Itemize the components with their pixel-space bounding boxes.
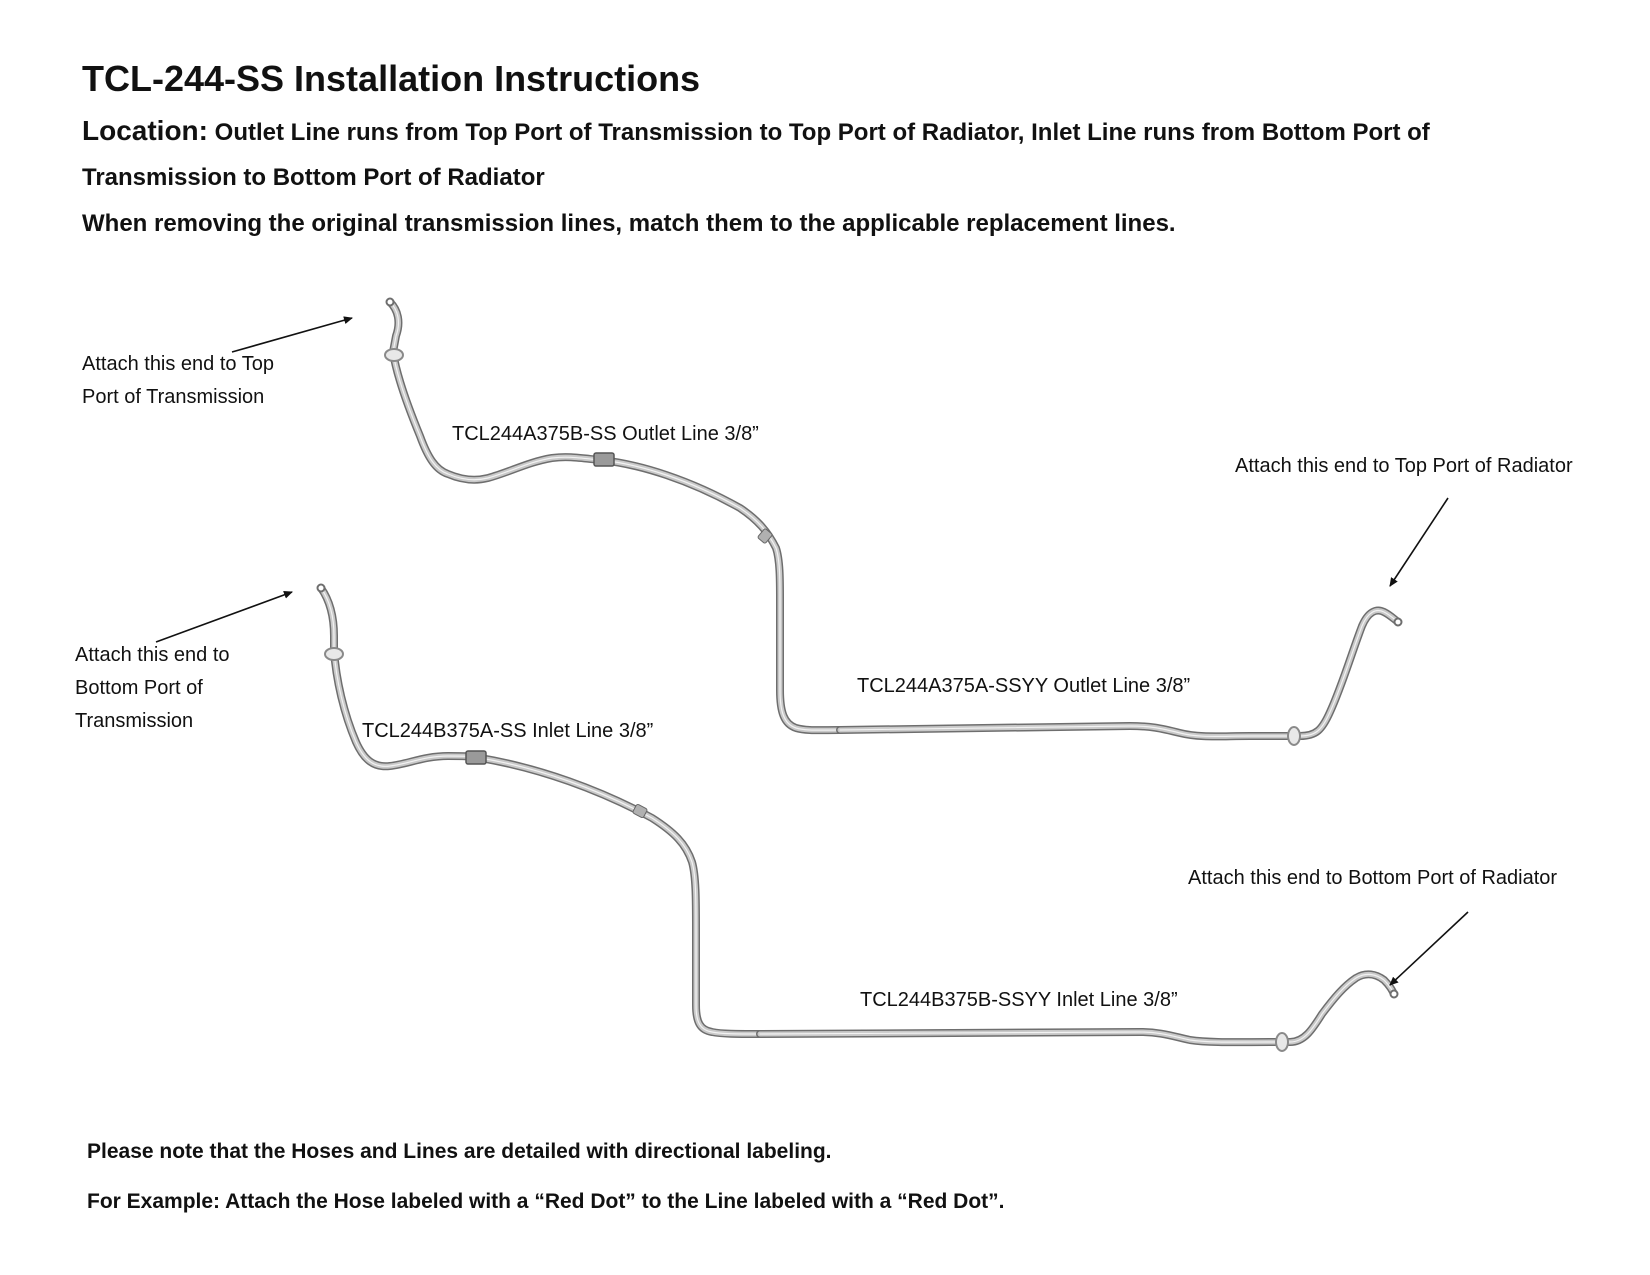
inlet-transmission-end-label: Attach this end to Bottom Port of Transm… (75, 639, 230, 738)
directional-labeling-note: Please note that the Hoses and Lines are… (87, 1140, 832, 1163)
inlet-radiator-end-label: Attach this end to Bottom Port of Radiat… (1188, 867, 1558, 889)
page-title: TCL-244-SS Installation Instructions (82, 58, 701, 99)
outlet-transmission-end-label-line-1: Attach this end to Top (82, 353, 274, 375)
inlet-radiator-arrow (1389, 911, 1469, 986)
location-paragraph: Location: Outlet Line runs from Top Port… (82, 108, 1562, 200)
inlet-transmission-end-label-line-3: Transmission (75, 710, 194, 732)
outlet-radiator-arrow (1389, 497, 1449, 587)
outlet-transmission-end-label: Attach this end to Top Port of Transmiss… (82, 348, 274, 414)
inlet-transmission-end-label-line-1: Attach this end to (75, 644, 230, 666)
outlet-transmission-arrow (231, 316, 353, 353)
outlet-line (384, 297, 1403, 746)
outlet-radiator-end-label: Attach this end to Top Port of Radiator (1235, 455, 1573, 477)
outlet-lower-tube (836, 606, 1403, 746)
outlet-upper-part-label: TCL244A375B-SS Outlet Line 3/8” (452, 423, 759, 445)
inlet-transmission-arrow (155, 591, 293, 643)
removing-note: When removing the original transmission … (82, 210, 1176, 237)
inlet-line (316, 583, 1399, 1052)
red-dot-example-note: For Example: Attach the Hose labeled wit… (87, 1190, 1005, 1213)
inlet-upper-tube (316, 583, 764, 1038)
outlet-upper-tube (384, 297, 844, 735)
inlet-lower-part-label: TCL244B375B-SSYY Inlet Line 3/8” (860, 989, 1178, 1011)
outlet-transmission-end-label-line-2: Port of Transmission (82, 386, 265, 408)
location-text: Outlet Line runs from Top Port of Transm… (82, 119, 1430, 191)
location-label: Location: (82, 115, 208, 146)
inlet-transmission-end-label-line-2: Bottom Port of (75, 677, 203, 699)
inlet-lower-tube (756, 970, 1399, 1052)
inlet-upper-part-label: TCL244B375A-SS Inlet Line 3/8” (362, 720, 654, 742)
outlet-lower-part-label: TCL244A375A-SSYY Outlet Line 3/8” (857, 675, 1191, 697)
